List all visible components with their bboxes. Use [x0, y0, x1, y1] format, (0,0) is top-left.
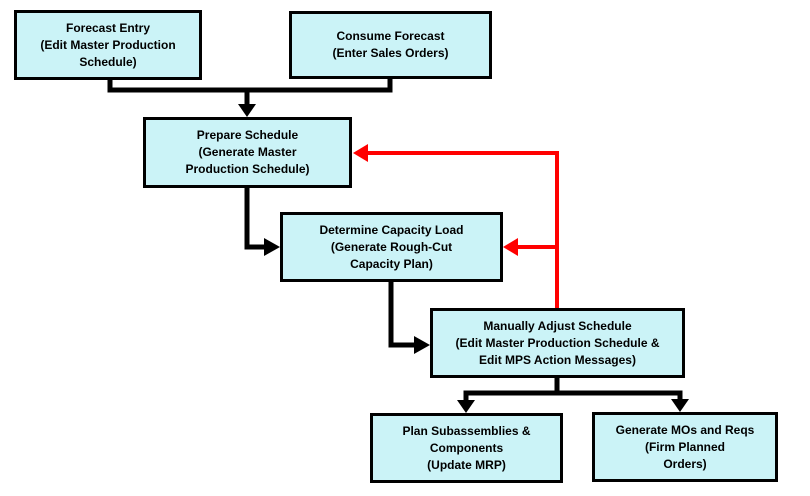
node-label-line: Manually Adjust Schedule — [483, 318, 632, 333]
node-label-line: Forecast Entry — [65, 20, 151, 35]
node-determine-capacity-load: Determine Capacity Load (Generate Rough-… — [280, 212, 503, 282]
node-label-line: Schedule) — [79, 54, 137, 69]
node-label-line: (Enter Sales Orders) — [332, 46, 449, 60]
arrowhead-into-generate-mos — [671, 399, 689, 412]
node-label-line: Generate MOs and Reqs — [615, 422, 755, 437]
arrowhead-into-plan-subassemblies — [457, 400, 475, 413]
node-label-line: Plan Subassemblies & — [402, 423, 531, 438]
node-plan-subassemblies: Plan Subassemblies & Components (Update … — [370, 413, 563, 483]
node-label-line: Edit MPS Action Messages) — [479, 352, 636, 367]
node-label-line: (Update MRP) — [427, 457, 506, 472]
node-label-line: (Generate Master — [198, 145, 297, 159]
node-label-line: (Edit Master Production — [40, 37, 176, 52]
node-label-line: Prepare Schedule — [196, 128, 299, 142]
connector-capacity-to-adjust — [388, 279, 416, 348]
connector-merge-top — [107, 76, 393, 93]
node-label-line: (Generate Rough-Cut — [330, 239, 453, 254]
node-label-line: Capacity Plan) — [350, 256, 433, 271]
arrowhead-into-prepare-schedule — [238, 104, 256, 117]
node-manually-adjust-schedule: Manually Adjust Schedule (Edit Master Pr… — [430, 308, 685, 378]
arrowhead-into-capacity-load — [264, 238, 280, 256]
arrowhead-into-adjust-schedule — [414, 336, 430, 354]
node-consume-forecast: Consume Forecast (Enter Sales Orders) — [289, 11, 492, 79]
node-prepare-schedule: Prepare Schedule (Generate Master Produc… — [143, 117, 352, 188]
node-label-line: (Edit Master Production Schedule & — [455, 335, 660, 350]
feedback-line-to-prepare-schedule — [366, 151, 559, 310]
node-label-line: (Firm Planned — [644, 439, 725, 454]
connector-prepare-to-capacity — [244, 185, 266, 250]
node-label-line: Determine Capacity Load — [319, 222, 464, 237]
node-generate-mos-reqs: Generate MOs and Reqs (Firm Planned Orde… — [592, 412, 778, 482]
node-label-line: Orders) — [663, 456, 707, 471]
feedback-arrowhead-capacity-load — [503, 238, 518, 256]
node-label-line: Production Schedule) — [185, 162, 310, 176]
node-label-line: Components — [429, 440, 504, 455]
node-label-line: Consume Forecast — [336, 29, 445, 43]
node-forecast-entry: Forecast Entry (Edit Master Production S… — [14, 10, 202, 80]
feedback-arrowhead-prepare-schedule — [353, 144, 368, 162]
